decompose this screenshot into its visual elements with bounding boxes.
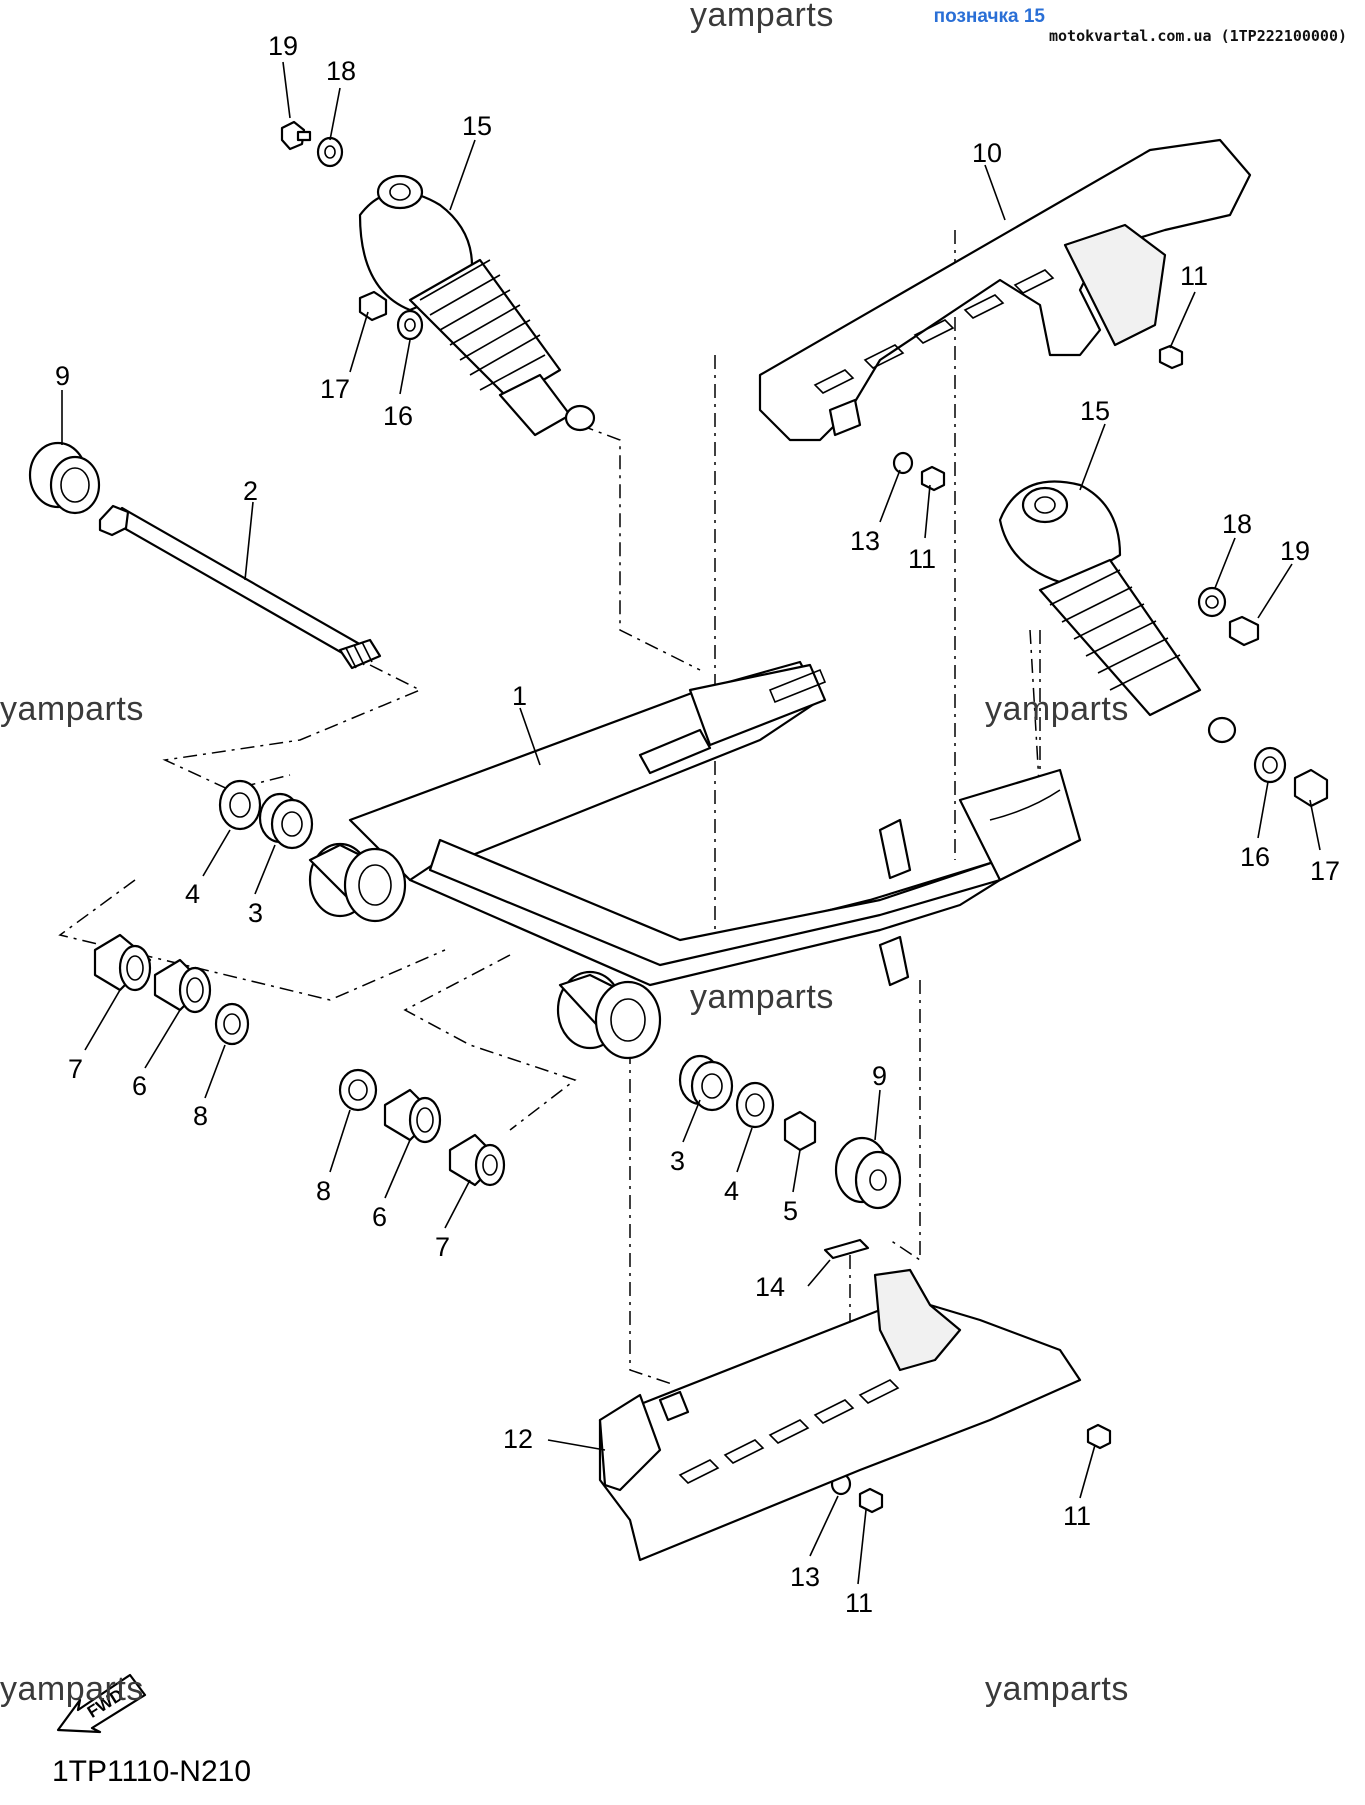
callout-17-upper: 17: [320, 374, 350, 404]
callout-11-top-right: 11: [1180, 261, 1208, 291]
callout-6-left: 6: [132, 1071, 147, 1101]
callout-5: 5: [783, 1196, 798, 1226]
callout-19-upper: 19: [268, 31, 298, 61]
callout-1: 1: [512, 681, 527, 711]
callout-7-center: 7: [435, 1232, 450, 1262]
callout-11-upper: 11: [908, 544, 936, 574]
callout-13-lower: 13: [790, 1562, 820, 1592]
callout-19-right: 19: [1280, 536, 1310, 566]
fasteners: [280, 120, 1329, 1514]
callout-12: 12: [503, 1424, 533, 1454]
callout-8-left: 8: [193, 1101, 208, 1131]
callout-6-center: 6: [372, 1202, 387, 1232]
watermark-center: yamparts: [690, 978, 834, 1016]
header-label: позначка 15: [933, 6, 1045, 27]
watermark-left: yamparts: [0, 690, 144, 728]
pivot-shaft: [98, 504, 382, 670]
callout-3-left: 3: [248, 898, 263, 928]
callout-15-upper: 15: [462, 111, 492, 141]
watermark-top: yamparts: [690, 0, 834, 34]
watermark-right: yamparts: [985, 690, 1129, 728]
callout-10: 10: [972, 138, 1002, 168]
callout-4-left: 4: [185, 879, 200, 909]
callout-11-lower-right: 11: [1063, 1501, 1091, 1531]
callout-9-left: 9: [55, 361, 70, 391]
leader-lines: [61, 61, 1321, 1585]
header-source: motokvartal.com.ua (1TP222100000): [1048, 27, 1347, 45]
callout-2: 2: [243, 476, 258, 506]
bushings-seals-right: [678, 1054, 902, 1210]
swingarm: [308, 660, 1082, 1060]
callout-4-right: 4: [724, 1176, 739, 1206]
watermark-bottom-left: yamparts: [0, 1670, 144, 1708]
callout-16-upper: 16: [383, 401, 413, 431]
watermark-bottom-right: yamparts: [985, 1670, 1129, 1708]
callout-17-right: 17: [1310, 856, 1340, 886]
chain-case-lower: [598, 1268, 1082, 1562]
callout-9-right: 9: [872, 1061, 887, 1091]
bushings-seals: [93, 779, 506, 1187]
callout-14: 14: [755, 1272, 785, 1302]
callout-13-upper: 13: [850, 526, 880, 556]
callout-3-right: 3: [670, 1146, 685, 1176]
callout-16-right: 16: [1240, 842, 1270, 872]
callout-18-upper: 18: [326, 56, 356, 86]
callout-labels: 19 18 15 17 16 9 2 1 4 3 7 6 8 8 6 7 3 4…: [55, 31, 1340, 1618]
callout-15-right: 15: [1080, 396, 1110, 426]
callout-8-center: 8: [316, 1176, 331, 1206]
label-decal: [823, 1238, 870, 1260]
chain-case-upper: [758, 138, 1252, 442]
diagram-code: 1TP1110-N210: [52, 1755, 252, 1788]
callout-18-right: 18: [1222, 509, 1252, 539]
callout-11-lower: 11: [845, 1588, 873, 1618]
shock-absorber-upper: [358, 174, 596, 437]
shock-absorber-right: [998, 480, 1237, 744]
cap-nut-left: [28, 441, 101, 515]
callout-7-left: 7: [68, 1054, 83, 1084]
